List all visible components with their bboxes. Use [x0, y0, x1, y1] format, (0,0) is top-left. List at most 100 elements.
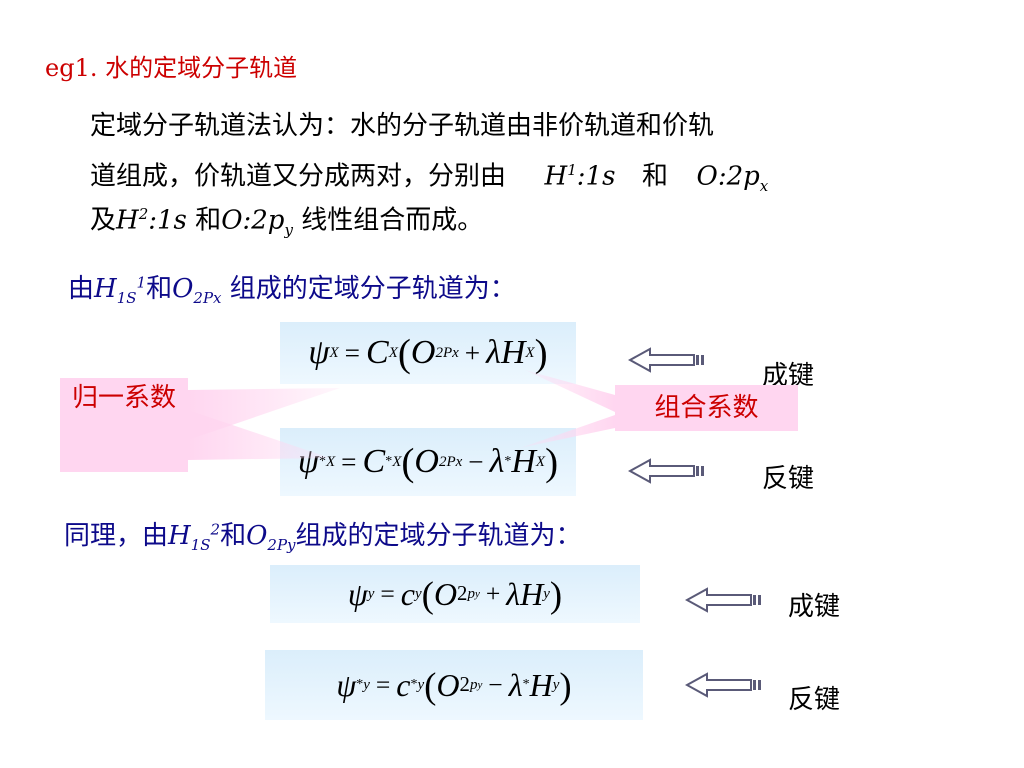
intro-row-2: 道组成，价轨道又分成两对，分别由 H1:1s 和 O:2px [90, 148, 950, 195]
subscript-x: X [392, 453, 402, 470]
paren-close: ) [549, 573, 563, 615]
antibonding-label: 反键 [762, 464, 815, 494]
subscript-y: y [367, 585, 375, 602]
lambda-symbol: λ [506, 575, 521, 612]
psi-symbol: ψ [347, 575, 368, 612]
minus-sign: − [468, 446, 484, 477]
paren-open: ( [401, 440, 415, 484]
coefficient-c: c [400, 575, 415, 612]
heading-text: 由 [68, 274, 95, 304]
orbital-h-sub: 1S [190, 536, 211, 555]
intro-row-1: 定域分子轨道法认为：水的分子轨道由非价轨道和价轨 [90, 111, 715, 141]
paren-close: ) [534, 331, 548, 375]
orbital-h-index: 1 [136, 273, 147, 292]
subscript-y: y [363, 676, 370, 693]
antibonding-label: 反键 [788, 685, 841, 715]
orbital-h-1s: :1s [576, 161, 616, 192]
star-superscript: * [356, 677, 364, 692]
coefficient-c: c [396, 666, 411, 703]
intro-paragraph: 定域分子轨道法认为：水的分子轨道由非价轨道和价轨 道组成，价轨道又分成两对，分别… [90, 104, 950, 239]
star-superscript: * [319, 454, 326, 469]
intro-text: 道组成，价轨道又分成两对，分别由 [90, 161, 507, 192]
equals-sign: = [344, 337, 361, 368]
orbital-o: O [246, 521, 268, 551]
subscript-y: y [477, 679, 483, 691]
orbital-h-index: 2 [210, 520, 221, 539]
left-arrow-icon [628, 458, 704, 484]
equals-sign: = [375, 670, 391, 699]
heading-text-end: 组成的定域分子轨道为： [229, 274, 516, 304]
lambda-symbol: λ [489, 443, 505, 480]
heading-text: 同理，由 [64, 521, 169, 551]
paren-close: ) [545, 440, 559, 484]
orbital-o-sub: 2Px [193, 289, 222, 308]
orbital-h: H [520, 575, 544, 612]
subscript-x: X [388, 344, 398, 361]
left-arrow-icon [685, 587, 761, 613]
orbital-o-sub: x [759, 176, 769, 195]
subscript-y: y [474, 588, 480, 600]
orbital-o-2py: O:2p [221, 205, 285, 236]
orbital-number: 2 [457, 582, 468, 605]
orbital-h: H [529, 666, 553, 703]
equals-sign: = [341, 446, 357, 477]
heading-text-end: 组成的定域分子轨道为： [295, 521, 582, 551]
subscript-y: y [552, 676, 560, 693]
psi-symbol: ψ [297, 443, 319, 480]
subscript-y: y [417, 676, 425, 693]
equals-sign: = [380, 579, 395, 608]
coefficient-c: C [362, 443, 386, 480]
normalization-callout: 归一系数 [60, 378, 188, 472]
orbital-h-sub: 1S [116, 289, 137, 308]
orbital-o: O [436, 666, 460, 703]
orbital-p: p [469, 676, 478, 693]
orbital-h-index: 1 [567, 161, 577, 179]
section-heading-x: 由H1S1和O2Px 组成的定域分子轨道为： [68, 268, 516, 307]
orbital-h: H [116, 205, 139, 236]
paren-close: ) [559, 664, 572, 706]
plus-sign: + [485, 579, 501, 608]
plus-sign: + [464, 337, 481, 368]
orbital-sub: 2Px [438, 453, 463, 470]
paren-open: ( [397, 331, 411, 375]
star-superscript: * [410, 677, 418, 692]
lambda-symbol: λ [486, 334, 501, 371]
lambda-symbol: λ [508, 666, 523, 703]
slide-title: eg1. 水的定域分子轨道 [45, 54, 298, 82]
subscript-x: X [525, 344, 535, 361]
subscript-x: X [326, 453, 336, 470]
intro-row-3: 及H2:1s 和O:2py 线性组合而成。 [90, 192, 950, 239]
and-text: 和 [641, 161, 668, 192]
star-superscript: * [385, 454, 393, 469]
star-superscript: * [504, 454, 512, 469]
intro-text-end: 线性组合而成。 [301, 205, 484, 236]
subscript-x: X [329, 344, 339, 361]
orbital-h: H [511, 443, 536, 480]
orbital-o-sub: y [284, 220, 293, 239]
psi-symbol: ψ [336, 666, 357, 703]
paren-open: ( [424, 664, 437, 706]
orbital-o-2px: O:2p [696, 161, 760, 192]
and-text: 和 [220, 521, 247, 551]
orbital-h: H [168, 521, 191, 551]
combination-callout: 组合系数 [615, 385, 798, 431]
left-arrow-icon [685, 672, 761, 698]
psi-symbol: ψ [308, 334, 330, 371]
section-heading-y: 同理，由H1S2和O2Py组成的定域分子轨道为： [64, 515, 582, 554]
orbital-o: O [172, 274, 194, 304]
bonding-label: 成键 [788, 592, 841, 622]
subscript-y: y [415, 585, 422, 602]
subscript-y: y [543, 585, 550, 602]
orbital-h-index: 2 [138, 205, 149, 223]
orbital-number: 2 [459, 673, 470, 696]
star-superscript: * [522, 677, 530, 692]
and-text: 和 [146, 274, 173, 304]
orbital-o: O [410, 334, 436, 371]
paren-open: ( [421, 573, 434, 615]
orbital-h-1s: :1s [148, 205, 187, 236]
left-arrow-icon [628, 347, 704, 373]
